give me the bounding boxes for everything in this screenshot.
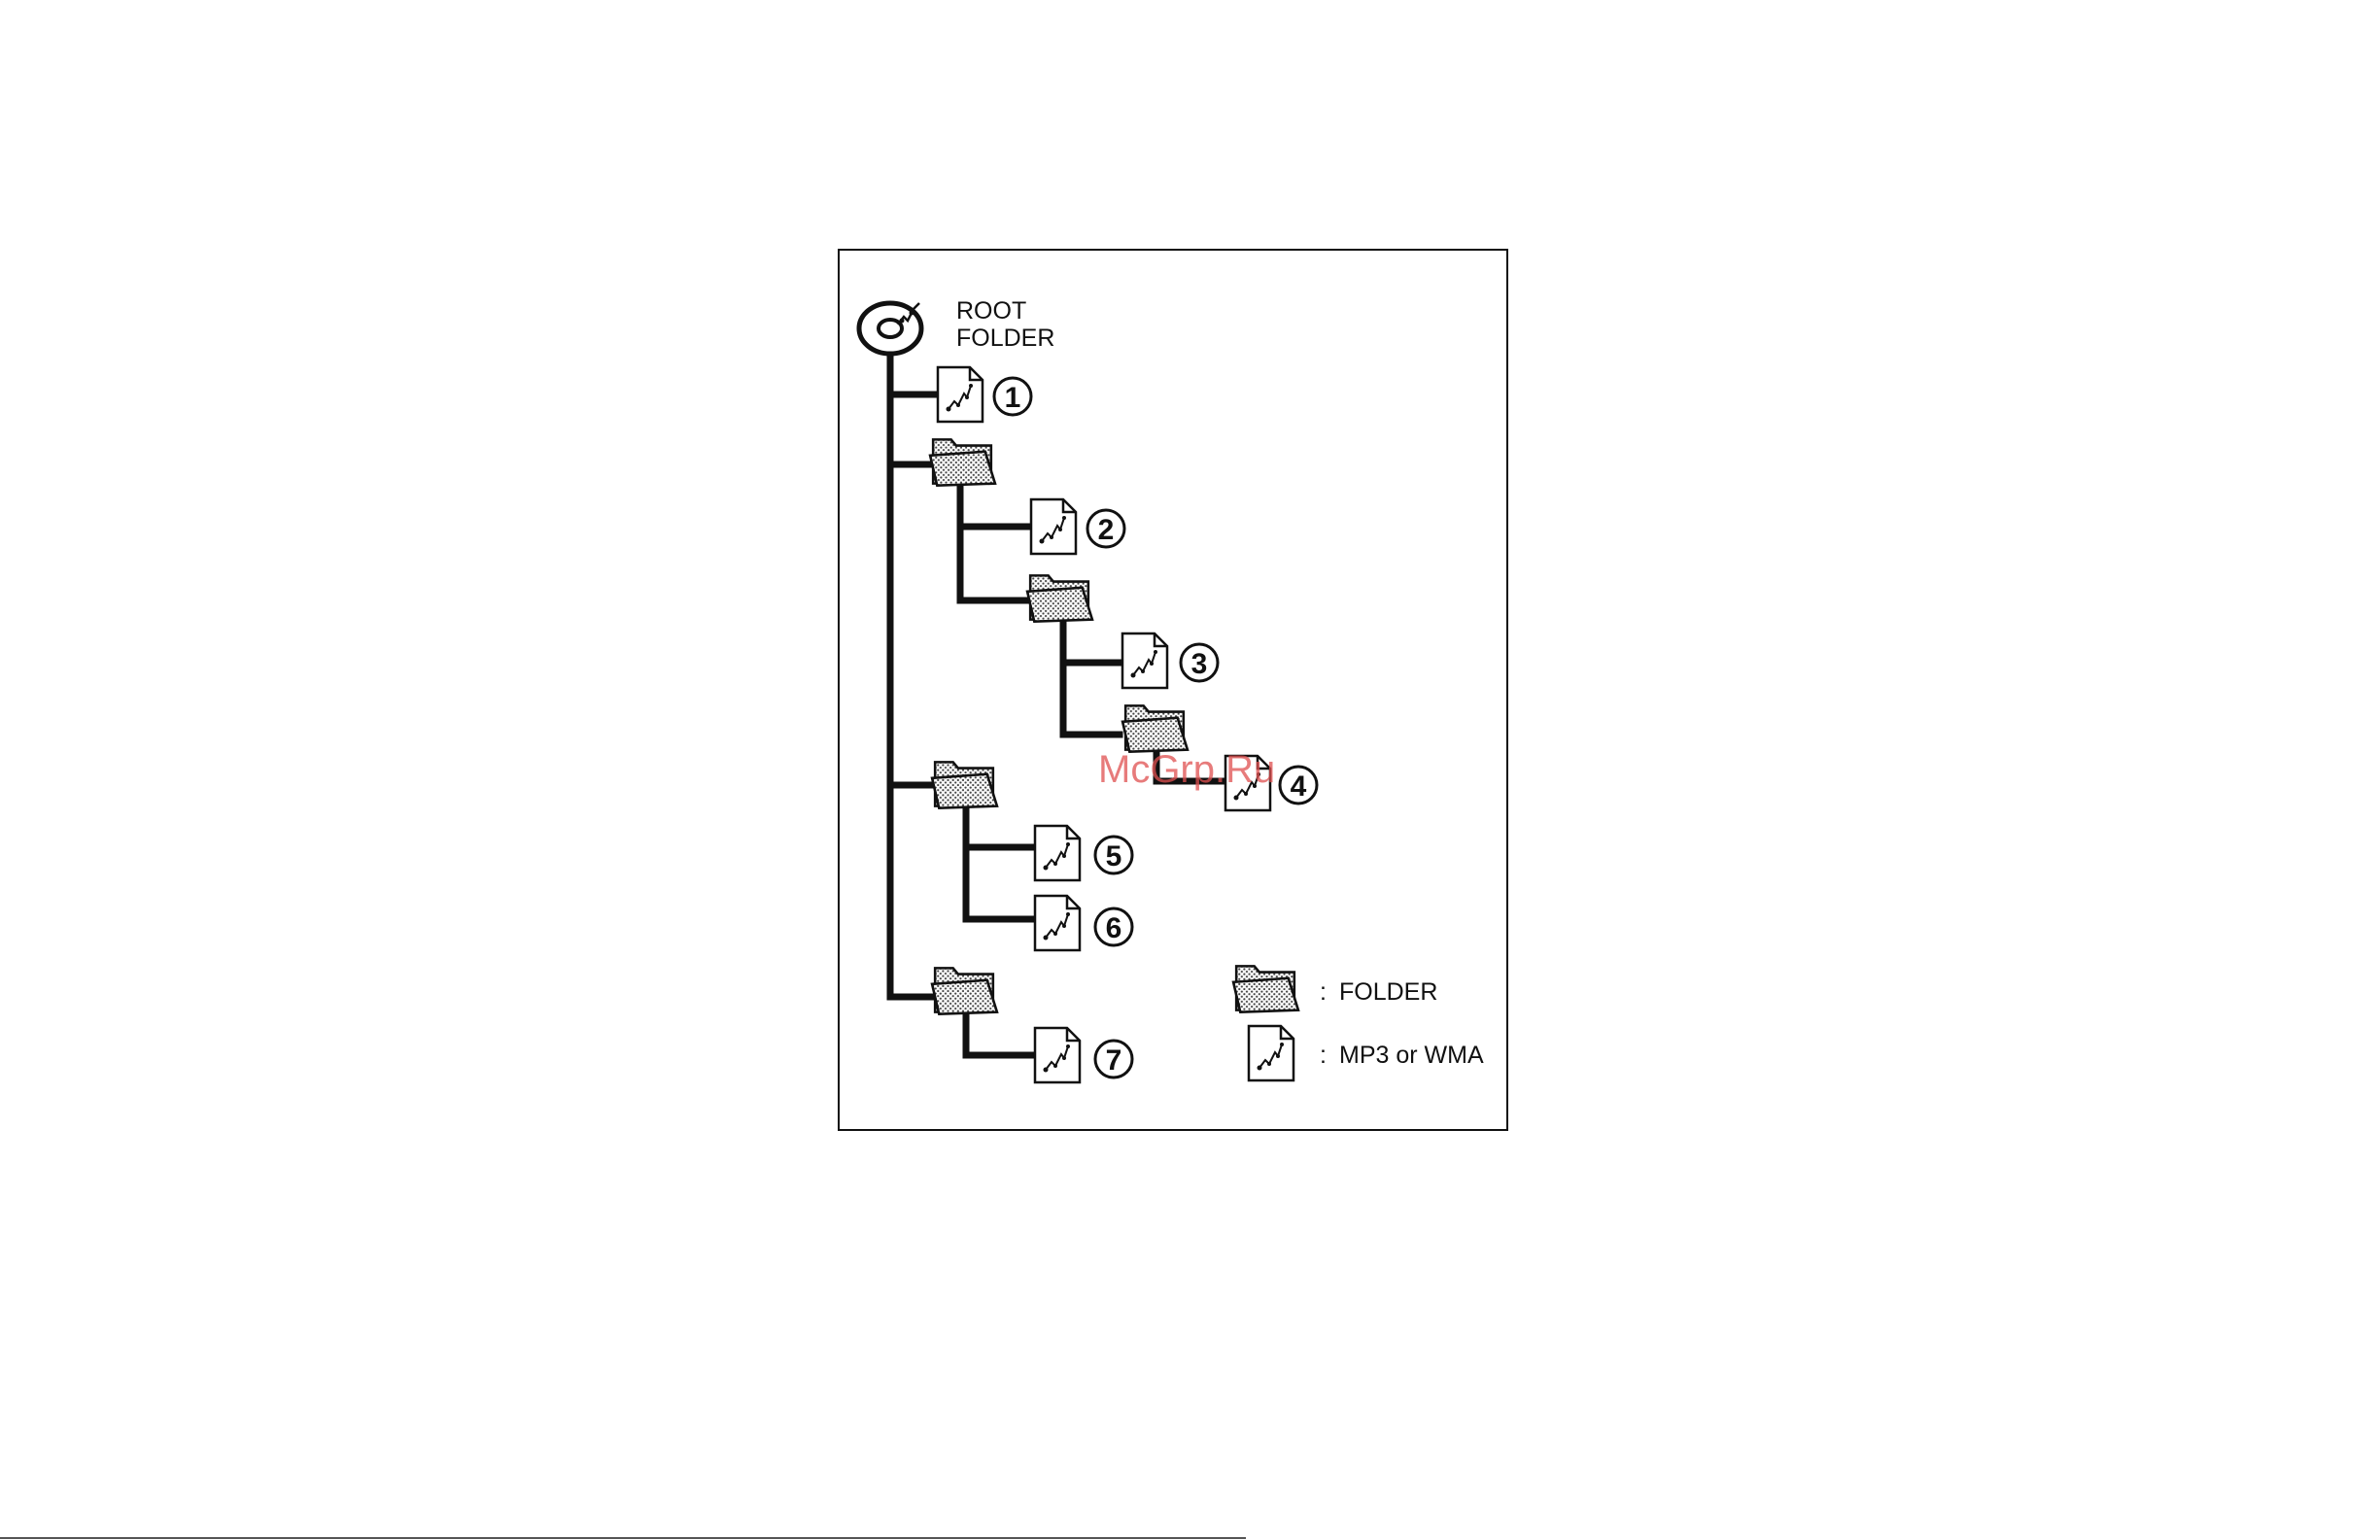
folder-icon <box>932 762 997 807</box>
audio-file-icon <box>1035 896 1080 950</box>
file-entry-3: 3 <box>1122 633 1218 688</box>
audio-file-icon <box>1035 1028 1080 1082</box>
file-entry-2: 2 <box>1031 499 1124 554</box>
disc-icon <box>859 303 921 354</box>
audio-file-icon <box>938 367 983 422</box>
folder-icon <box>1122 705 1188 751</box>
root-label-line2: FOLDER <box>956 325 1054 352</box>
file-entry-6: 6 <box>1035 896 1132 950</box>
page-bottom-rule <box>0 1537 1246 1539</box>
legend-file-icon <box>1249 1026 1293 1080</box>
folder-icon <box>932 968 997 1013</box>
file-number: 6 <box>1106 912 1122 944</box>
folder-icon <box>930 439 995 485</box>
audio-file-icon <box>1031 499 1076 554</box>
legend-folder-label: FOLDER <box>1339 978 1437 1006</box>
file-number: 3 <box>1191 648 1208 680</box>
legend-colon: : <box>1320 1042 1327 1069</box>
folder-tree-diagram: ROOT FOLDER 1 2 3 4 5 6 7 <box>838 249 1508 1131</box>
file-entry-1: 1 <box>938 367 1031 422</box>
file-number: 5 <box>1106 840 1122 873</box>
file-entry-7: 7 <box>1035 1028 1132 1082</box>
root-label-line1: ROOT <box>956 297 1026 325</box>
legend-file-label: MP3 or WMA <box>1339 1042 1484 1069</box>
folder-icon <box>1027 575 1092 621</box>
file-number: 2 <box>1098 514 1115 546</box>
legend-colon: : <box>1320 978 1327 1006</box>
legend: : FOLDER : MP3 or WMA <box>1233 966 1484 1080</box>
file-number: 1 <box>1005 382 1021 414</box>
file-number: 4 <box>1291 770 1307 803</box>
file-number: 7 <box>1106 1044 1122 1077</box>
legend-folder-icon <box>1233 966 1298 1011</box>
watermark: McGrp.Ru <box>1098 748 1275 792</box>
file-entry-5: 5 <box>1035 826 1132 880</box>
audio-file-icon <box>1035 826 1080 880</box>
audio-file-icon <box>1122 633 1167 688</box>
